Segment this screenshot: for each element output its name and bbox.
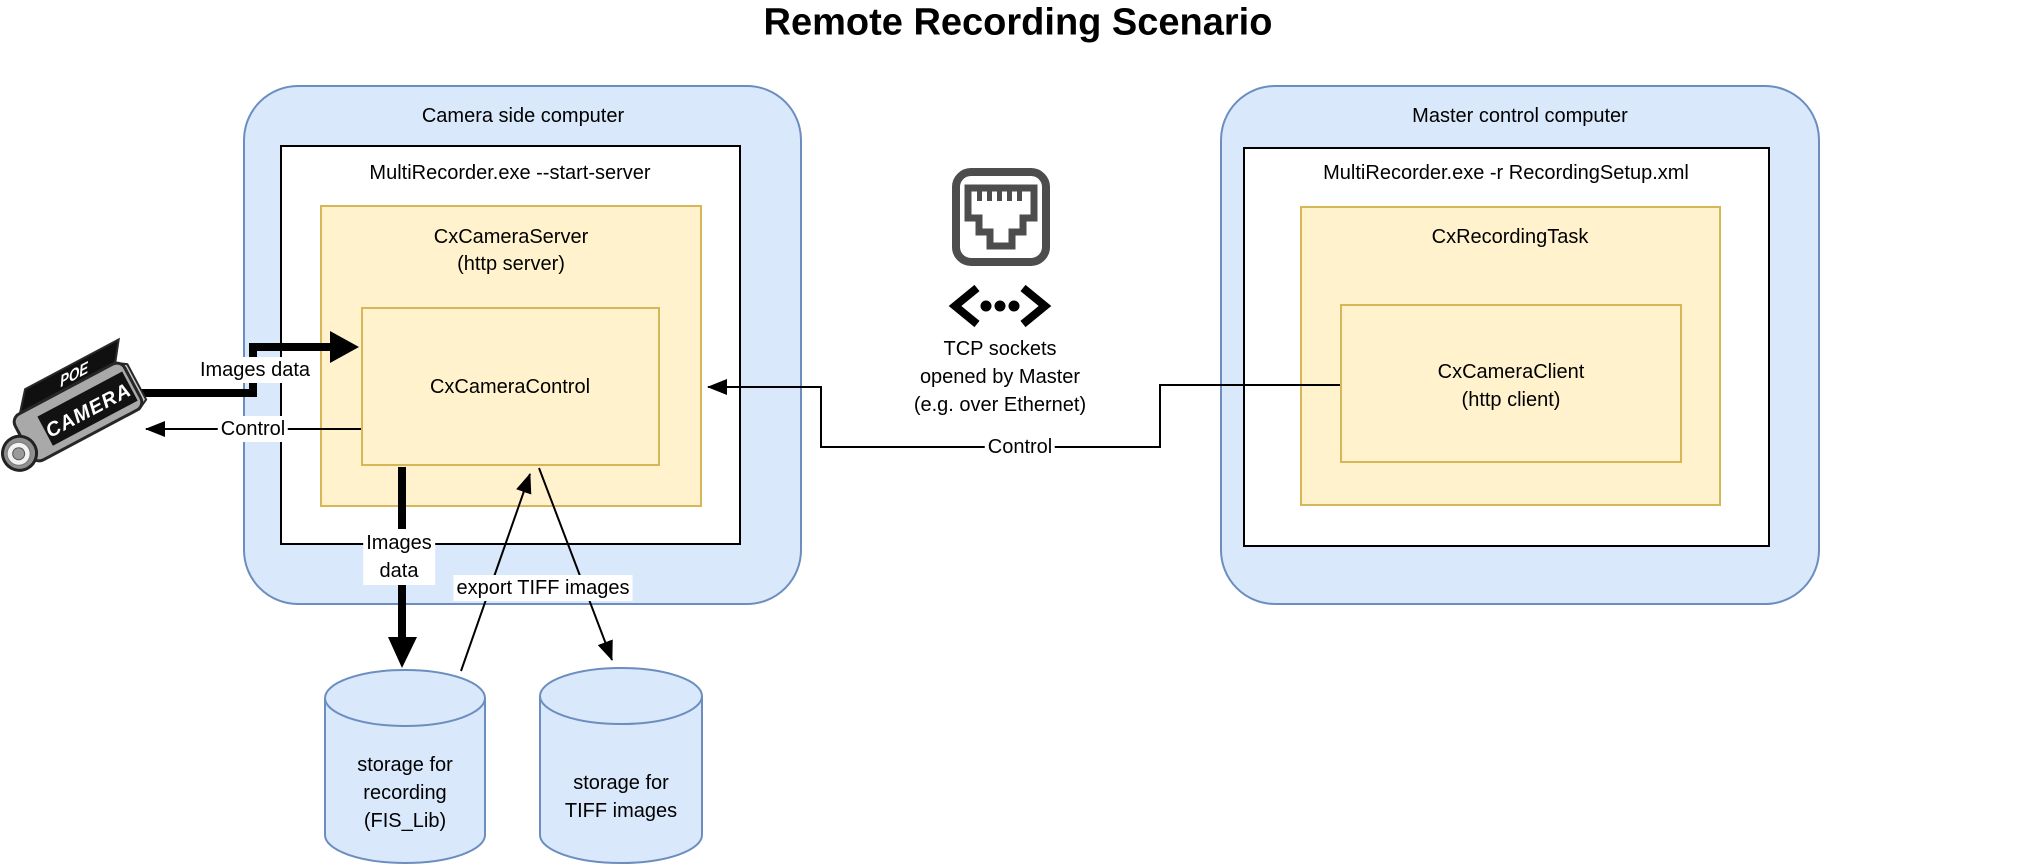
network-link-icon [948,284,1052,328]
cxcameraclient-label: CxCameraClient [1437,361,1585,383]
storage-tiff-line1: storage for [573,772,669,794]
images-down-line2: data [363,557,435,585]
storage-recording-label: storage for recording (FIS_Lib) [357,751,453,835]
control-to-camera-label: Control [217,416,289,442]
storage-recording-line3: (FIS_Lib) [363,810,447,832]
camera-side-process-label: MultiRecorder.exe --start-server [369,162,651,184]
export-tiff-label: export TIFF images [453,575,633,601]
cxcameraclient-subtitle: (http client) [1461,389,1561,411]
storage-tiff-cylinder [539,667,703,864]
storage-tiff-line2: TIFF images [564,800,678,822]
tcp-note-line3: (e.g. over Ethernet) [913,394,1087,416]
storage-recording-line2: recording [363,782,447,804]
diagram-title: Remote Recording Scenario [763,1,1273,44]
camera-side-computer-label: Camera side computer [421,105,625,127]
images-down-line1: Images [363,529,435,557]
control-connector-label: Control [984,434,1056,460]
tcp-sockets-note: TCP sockets opened by Master (e.g. over … [914,335,1086,419]
cxcameraserver-subtitle: (http server) [457,253,565,275]
cxrecordingtask-label: CxRecordingTask [1431,226,1589,248]
master-computer-label: Master control computer [1412,105,1628,127]
storage-recording-line1: storage for [357,754,453,776]
tcp-note-line1: TCP sockets [943,338,1057,360]
export-write-arrow [538,467,613,661]
export-read-arrow [460,473,532,672]
master-process-label: MultiRecorder.exe -r RecordingSetup.xml [1323,162,1689,184]
cxcameraserver-label: CxCameraServer [433,226,589,248]
images-data-label: Images data [196,357,314,383]
tcp-note-line2: opened by Master [919,366,1081,388]
cxcameraclient-box [1340,304,1682,463]
cxcameracontrol-box [361,307,660,466]
storage-tiff-label: storage for TIFF images [565,769,677,825]
storage-recording-cylinder [324,669,486,864]
cxcameracontrol-label: CxCameraControl [429,376,591,398]
images-data-down-label: Images data [363,529,435,585]
poe-camera-icon: POE CAMERA [1,337,148,472]
ethernet-port-icon [952,168,1050,266]
